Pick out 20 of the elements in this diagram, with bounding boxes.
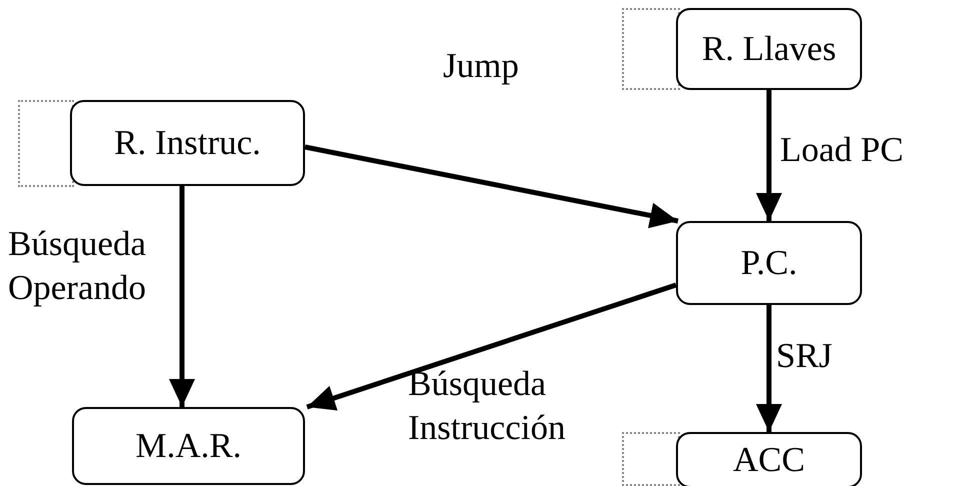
arrow [756,90,782,221]
register-label: ACC [733,440,805,480]
register-label: M.A.R. [136,426,242,466]
arrow [304,144,678,228]
arrow [306,282,677,411]
edge-label: Búsqueda Instrucción [408,363,566,449]
register-box [676,8,862,90]
edge-label: Jump [443,45,519,87]
register-label: R. Llaves [702,29,836,69]
arrow [756,305,782,432]
edge-label: Búsqueda Operando [8,223,148,309]
register-box [676,432,862,486]
edge-label: SRJ [776,335,832,377]
arrow [169,186,195,407]
edge-label: Load PC [780,129,904,171]
register-box [676,221,862,305]
register-box [70,100,305,186]
register-label: P.C. [740,243,798,283]
register-box [72,407,305,485]
register-label: R. Instruc. [114,123,261,163]
